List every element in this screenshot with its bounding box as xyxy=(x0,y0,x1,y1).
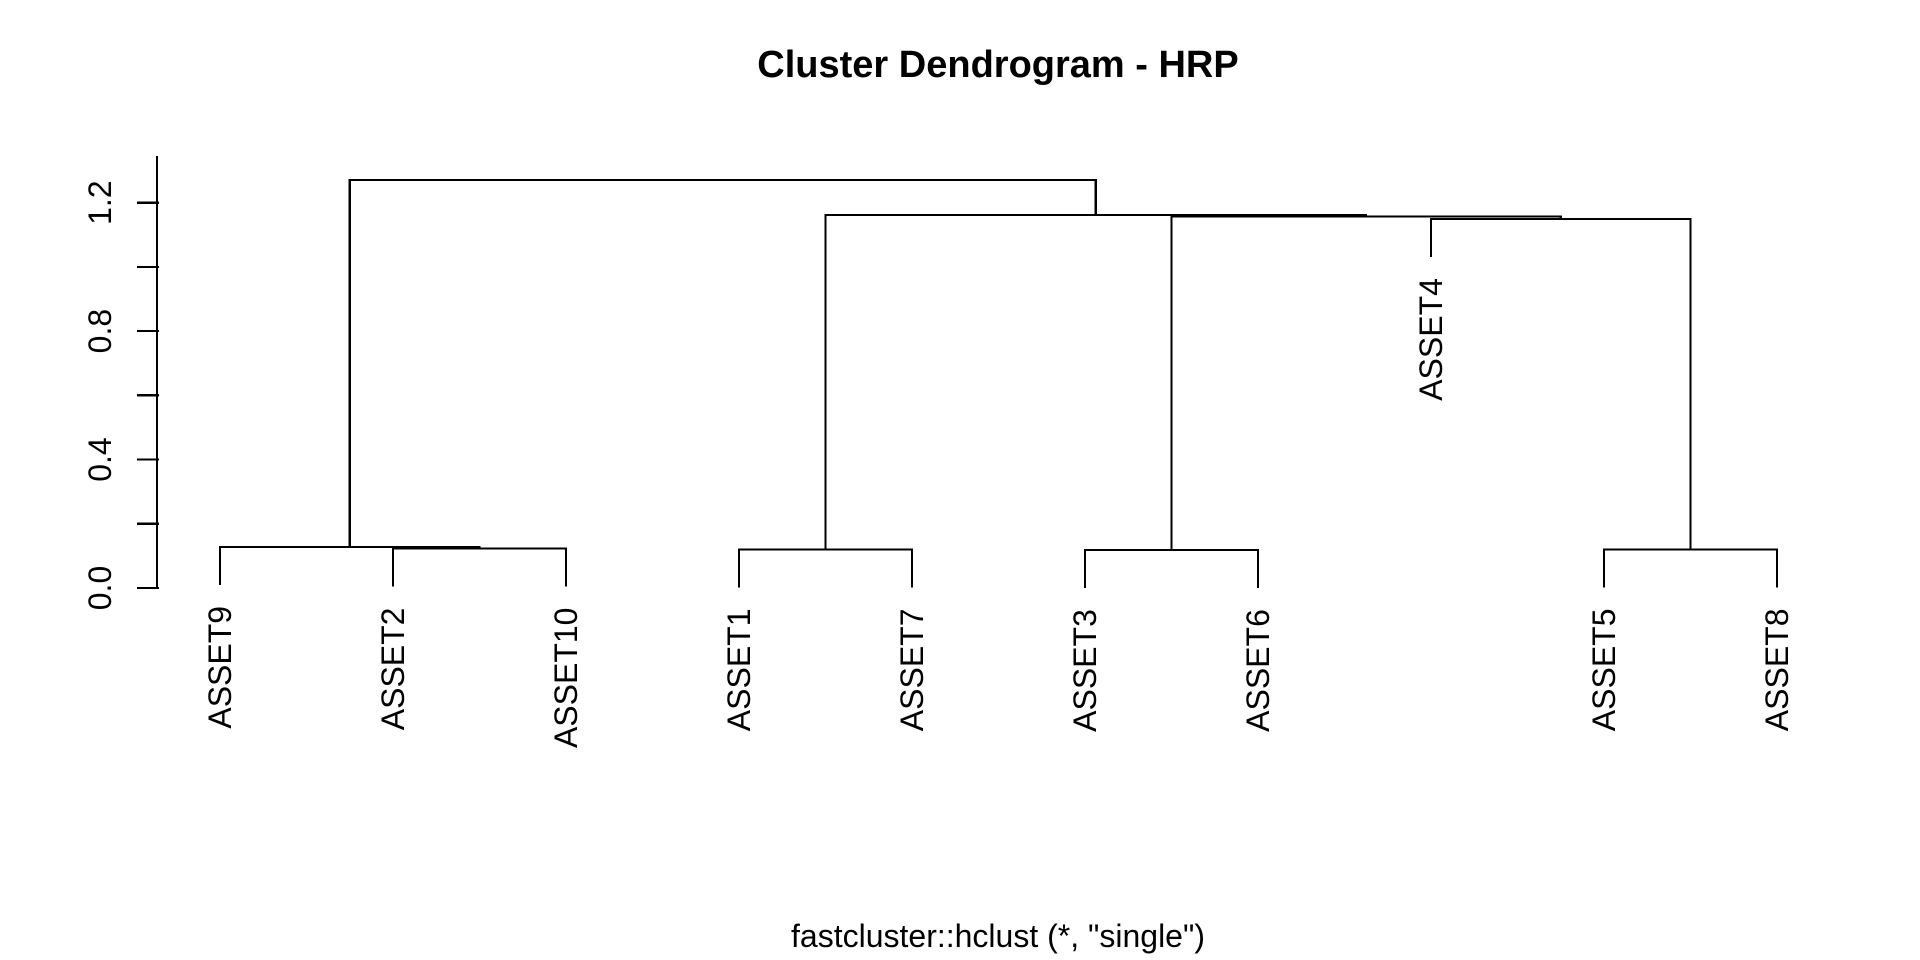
y-axis-tick-label: 0.0 xyxy=(82,566,118,610)
leaf-label-ASSET2: ASSET2 xyxy=(375,608,411,731)
chart-title: Cluster Dendrogram - HRP xyxy=(757,44,1239,86)
leaf-label-ASSET7: ASSET7 xyxy=(894,608,930,731)
leaf-label-ASSET8: ASSET8 xyxy=(1759,608,1795,731)
chart-caption: fastcluster::hclust (*, "single") xyxy=(791,918,1205,954)
leaf-label-ASSET10: ASSET10 xyxy=(548,608,584,749)
leaf-label-ASSET5: ASSET5 xyxy=(1586,608,1622,731)
leaf-label-ASSET9: ASSET9 xyxy=(202,606,238,729)
y-axis-tick-label: 0.4 xyxy=(82,437,118,481)
y-axis-tick-label: 0.8 xyxy=(82,309,118,353)
y-axis-tick-label: 1.2 xyxy=(82,180,118,224)
leaf-label-ASSET6: ASSET6 xyxy=(1240,609,1276,732)
leaf-label-ASSET1: ASSET1 xyxy=(721,608,757,731)
leaf-label-ASSET3: ASSET3 xyxy=(1067,609,1103,732)
leaf-label-ASSET4: ASSET4 xyxy=(1413,278,1449,401)
